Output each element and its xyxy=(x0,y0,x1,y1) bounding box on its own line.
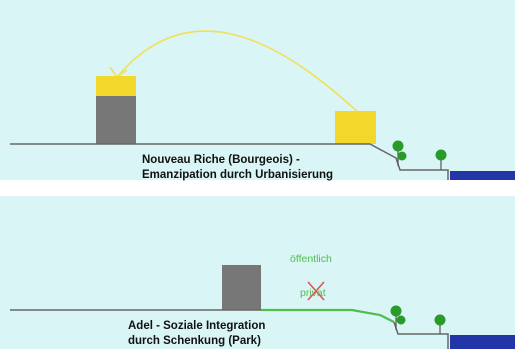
tree-icon xyxy=(435,149,447,170)
caption-bourgeois-title: Nouveau Riche (Bourgeois) - xyxy=(142,154,300,166)
diagram-panel-nobility xyxy=(0,196,515,349)
cross-out-mark xyxy=(307,281,325,301)
park-path xyxy=(262,308,395,323)
old-town-building xyxy=(96,96,136,144)
caption-bourgeois-subtitle: Emanzipation durch Urbanisierung xyxy=(142,169,334,181)
bourgeois-yellow-block-town xyxy=(96,76,136,96)
movement-arrow xyxy=(117,30,359,113)
tree-icon xyxy=(390,305,406,330)
caption-nobility-subtitle: durch Schenkung (Park) xyxy=(128,335,261,347)
tree-icon xyxy=(392,140,407,166)
diagram-panel-bourgeois xyxy=(0,0,515,180)
water xyxy=(450,171,515,180)
label-private: privat xyxy=(300,287,326,299)
caption-nobility-title: Adel - Soziale Integration xyxy=(128,320,266,332)
water xyxy=(450,335,515,349)
bourgeois-yellow-block-outskirts xyxy=(335,111,376,144)
label-public: öffentlich xyxy=(290,253,332,265)
diagram-bottom-drawing xyxy=(10,265,515,349)
tree-icon xyxy=(434,314,446,334)
diagram-top-drawing xyxy=(10,30,515,180)
nobility-building xyxy=(222,265,261,310)
